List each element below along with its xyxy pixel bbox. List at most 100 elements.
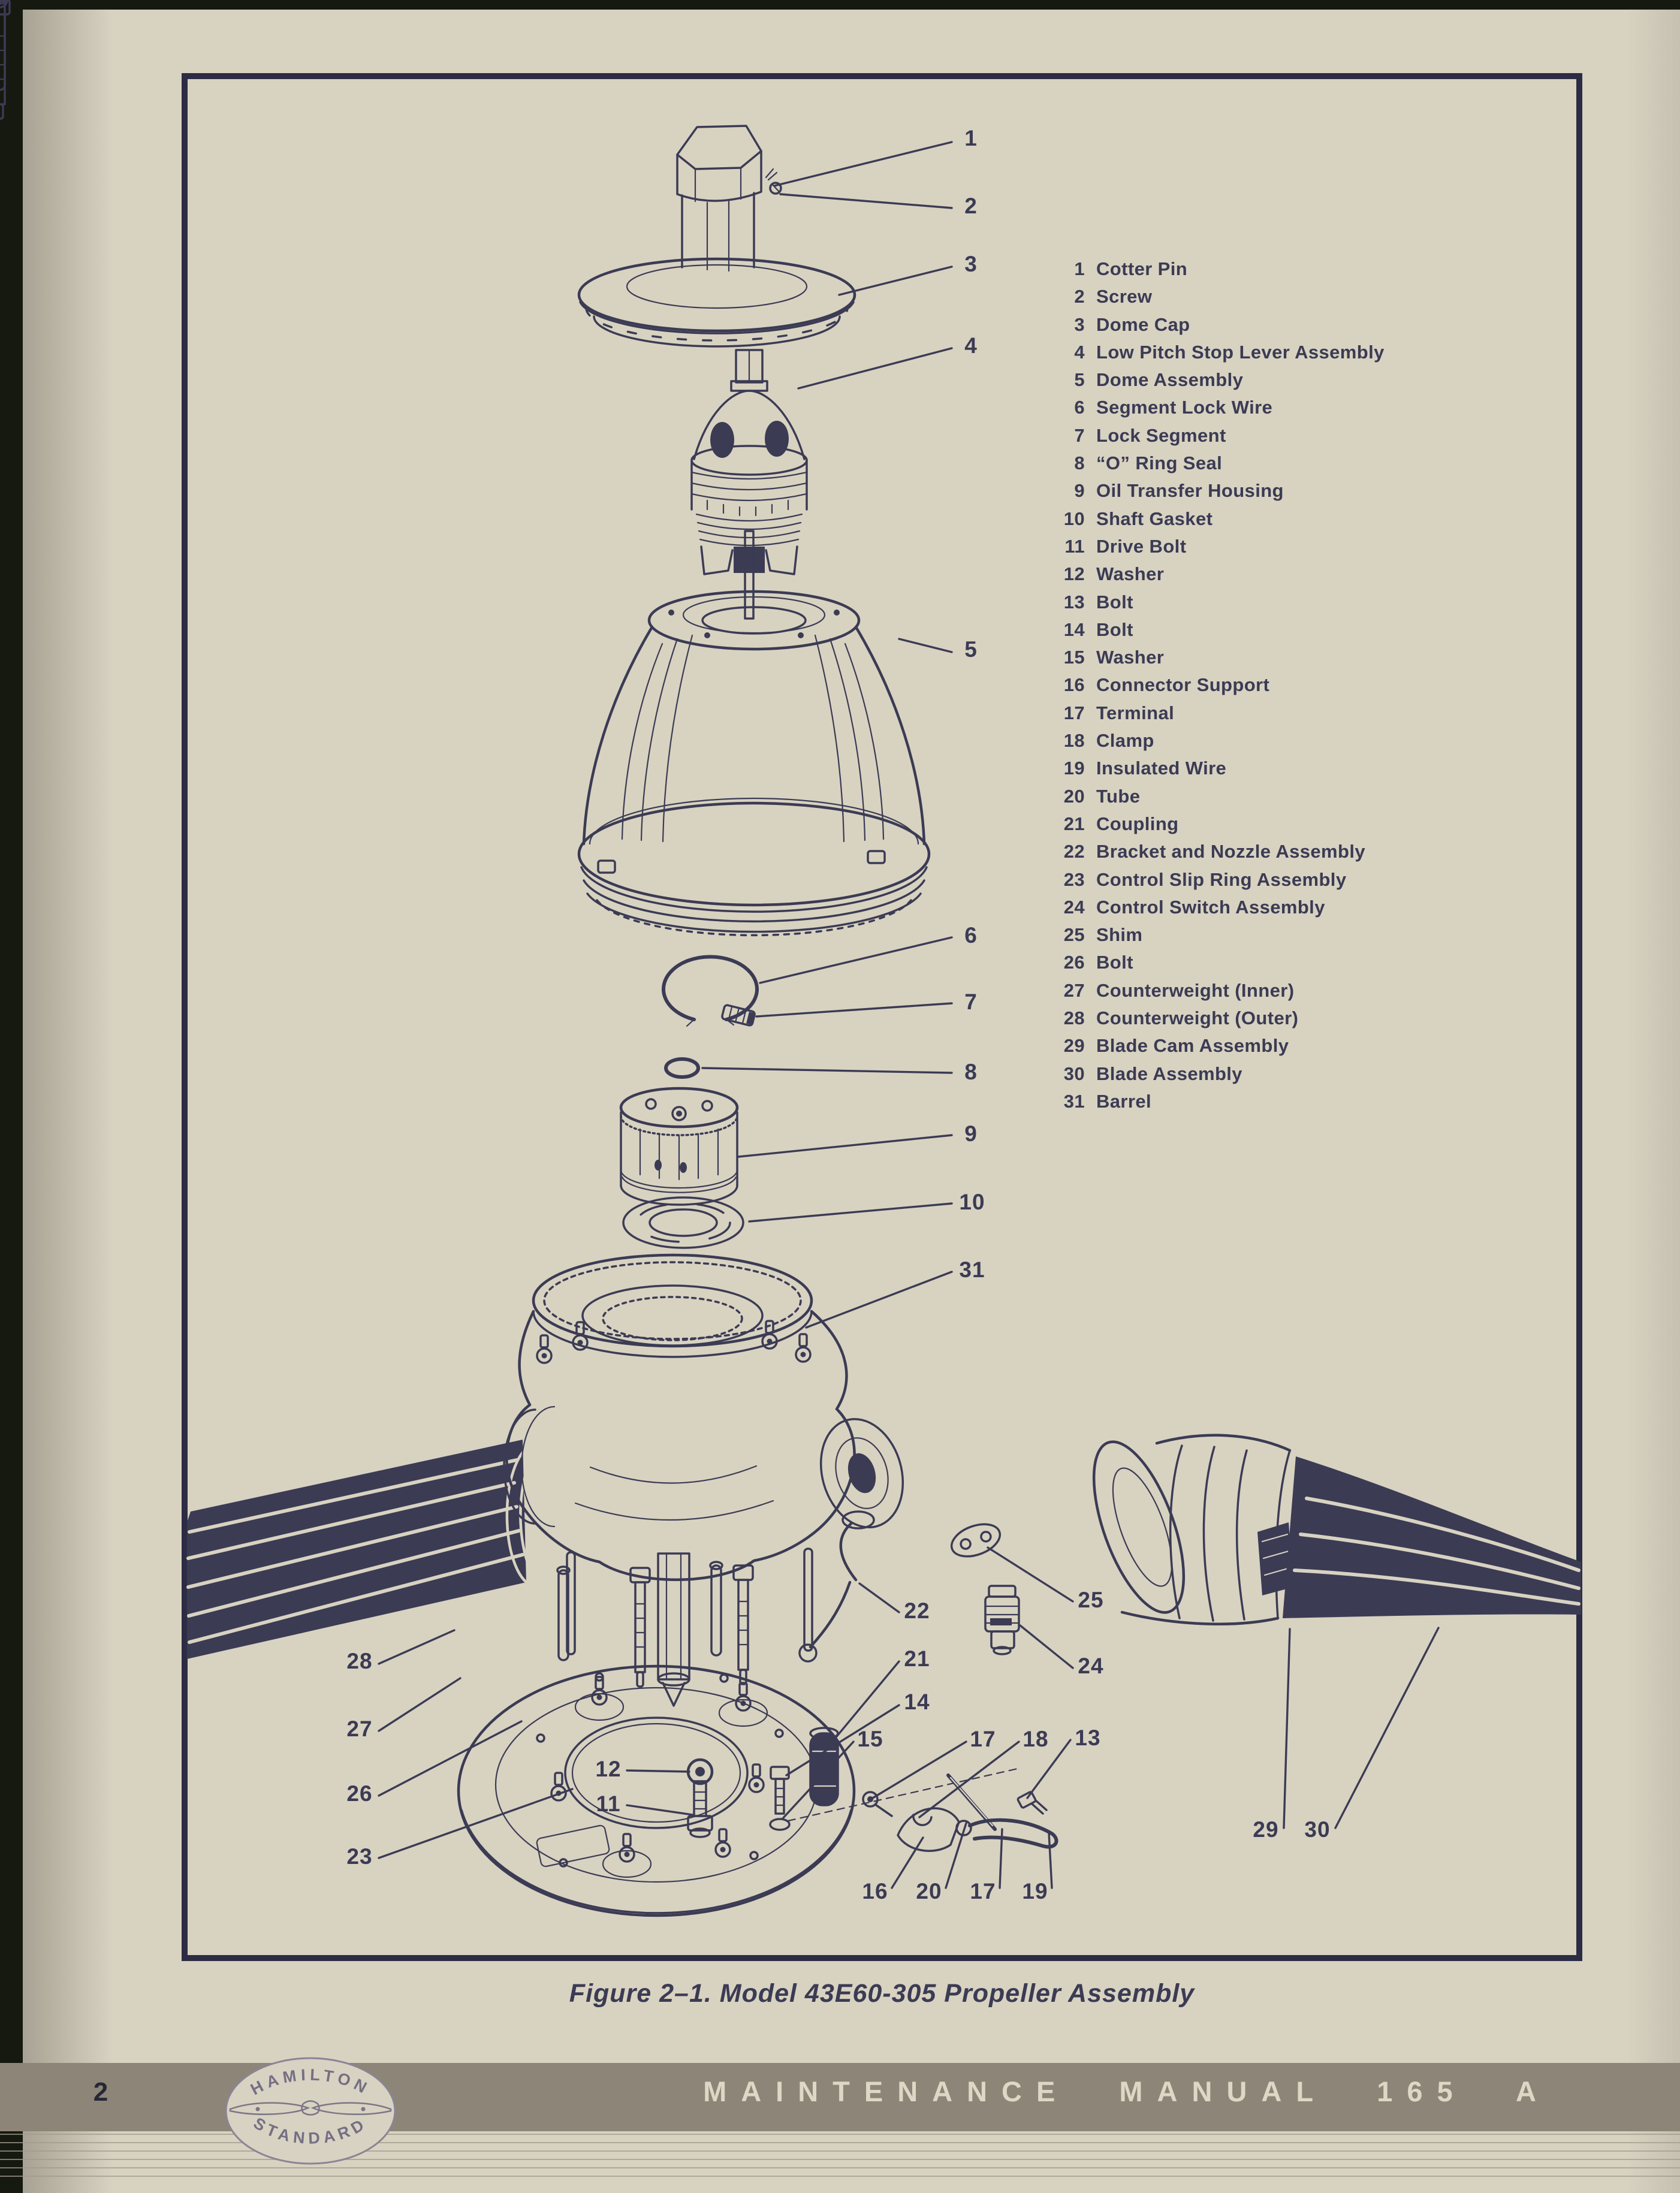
callout-label: 13 (1075, 1726, 1101, 1750)
part-number: 21 (1063, 813, 1085, 834)
barrel-drawing (0, 0, 904, 1707)
part-name: Coupling (1096, 813, 1179, 834)
segment-lock-wire-drawing (662, 955, 759, 1027)
part-name: Shim (1096, 924, 1143, 946)
figure-caption: Figure 2–1. Model 43E60-305 Propeller As… (569, 1979, 1195, 2008)
callout-label: 24 (1078, 1654, 1104, 1678)
part-name: “O” Ring Seal (1096, 453, 1223, 474)
part-name: Segment Lock Wire (1096, 397, 1273, 418)
part-number: 27 (1063, 979, 1085, 1001)
low-pitch-stop-lever-drawing (690, 349, 808, 620)
part-number: 18 (1063, 730, 1085, 752)
parts-list-item: 7 Lock Segment (1049, 422, 1385, 450)
callout-label: 26 (346, 1781, 373, 1806)
parts-list-item: 30 Blade Assembly (1049, 1060, 1385, 1088)
callout-label: 20 (916, 1879, 942, 1904)
parts-list-item: 12 Washer (1049, 560, 1385, 588)
part-name: Cotter Pin (1096, 258, 1188, 279)
parts-list-item: 8“O” Ring Seal (1049, 450, 1385, 477)
callout-label: 8 (964, 1060, 978, 1084)
part-number: 31 (1063, 1090, 1085, 1112)
part-number: 16 (1063, 674, 1085, 696)
manual-title: MAINTENANCE MANUAL 165 A (703, 2076, 1551, 2107)
callout-label: 14 (904, 1690, 930, 1714)
part-number: 20 (1063, 785, 1085, 807)
callout-label: 27 (346, 1717, 373, 1741)
part-number: 29 (1063, 1035, 1085, 1057)
part-number: 7 (1074, 424, 1085, 446)
callout-label: 7 (964, 990, 978, 1014)
figure-border (182, 73, 1582, 1961)
lock-segment-drawing (721, 1004, 756, 1027)
part-number: 14 (1063, 619, 1085, 640)
callout-label: 4 (964, 333, 978, 358)
part-name: Bracket and Nozzle Assembly (1096, 841, 1365, 862)
callout-label: 29 (1253, 1817, 1279, 1842)
part-name: Washer (1096, 563, 1165, 585)
callout-label: 9 (964, 1121, 978, 1146)
dome-cap-drawing (577, 125, 856, 348)
part-number: 2 (1074, 286, 1085, 307)
parts-list-item: 25 Shim (1049, 921, 1385, 949)
part-name: Control Switch Assembly (1096, 896, 1325, 918)
callout-label: 28 (346, 1649, 373, 1673)
part-number: 3 (1074, 313, 1085, 335)
callout-label: 3 (964, 252, 978, 276)
callout-label: 15 (857, 1727, 883, 1751)
part-number: 25 (1063, 924, 1085, 946)
callout-label: 19 (1022, 1879, 1048, 1904)
part-name: Bolt (1096, 591, 1133, 613)
part-name: Insulated Wire (1096, 758, 1227, 779)
callout-label: 2 (964, 194, 978, 218)
parts-list-item: 21 Coupling (1049, 810, 1385, 838)
callout-label: 21 (904, 1646, 930, 1671)
oil-transfer-housing-drawing (619, 1087, 739, 1206)
parts-list-item: 19 Insulated Wire (1049, 755, 1385, 782)
part-number: 13 (1063, 591, 1085, 613)
parts-list-item: 13 Bolt (1049, 589, 1385, 616)
part-name: Lock Segment (1096, 424, 1226, 446)
part-number: 11 (1064, 535, 1085, 557)
part-name: Dome Cap (1096, 313, 1190, 335)
leader-lines (378, 141, 1440, 1889)
part-name: Dome Assembly (1096, 369, 1244, 391)
part-number: 28 (1063, 1007, 1085, 1029)
part-number: 30 (1063, 1063, 1085, 1084)
part-name: Terminal (1096, 702, 1175, 723)
callout-label: 17 (970, 1879, 996, 1904)
hamilton-standard-logo: HAMILTON STANDARD (225, 2057, 396, 2165)
parts-list-item: 27 Counterweight (Inner) (1049, 977, 1385, 1005)
part-name: Washer (1096, 647, 1165, 668)
left-blade-drawing (186, 1440, 553, 1659)
callout-label: 18 (1023, 1727, 1049, 1751)
page-number: 2 (93, 2077, 108, 2107)
callout-label: 25 (1078, 1588, 1104, 1612)
screw-part (769, 182, 782, 195)
part-name: Blade Assembly (1096, 1063, 1242, 1084)
callout-label: 17 (970, 1727, 996, 1751)
part-number: 19 (1063, 758, 1085, 779)
part-number: 10 (1063, 508, 1085, 529)
part-number: 24 (1063, 896, 1085, 918)
part-name: Counterweight (Inner) (1096, 979, 1295, 1001)
part-name: Clamp (1096, 730, 1154, 752)
part-number: 4 (1074, 341, 1085, 363)
parts-list-item: 24 Control Switch Assembly (1049, 894, 1385, 921)
callout-label: 12 (595, 1757, 622, 1781)
part-number: 12 (1063, 563, 1085, 585)
part-number: 9 (1074, 480, 1085, 502)
